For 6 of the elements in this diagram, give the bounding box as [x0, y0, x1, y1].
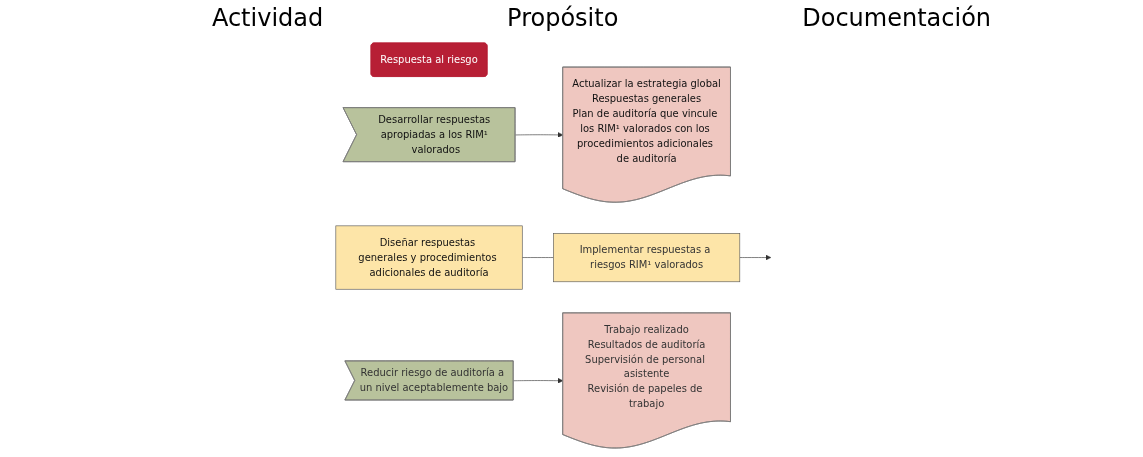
node-box: Implementar respuestas a riesgos RIM¹ valorados [552, 233, 740, 283]
connector [521, 257, 554, 258]
column-heading: Actividad [211, 4, 324, 34]
node-box: Diseñar respuestas generales y procedimientos adicionales de auditoría [335, 225, 523, 290]
column-heading: Documentación [802, 4, 992, 34]
column-heading: Propósito [507, 4, 619, 34]
